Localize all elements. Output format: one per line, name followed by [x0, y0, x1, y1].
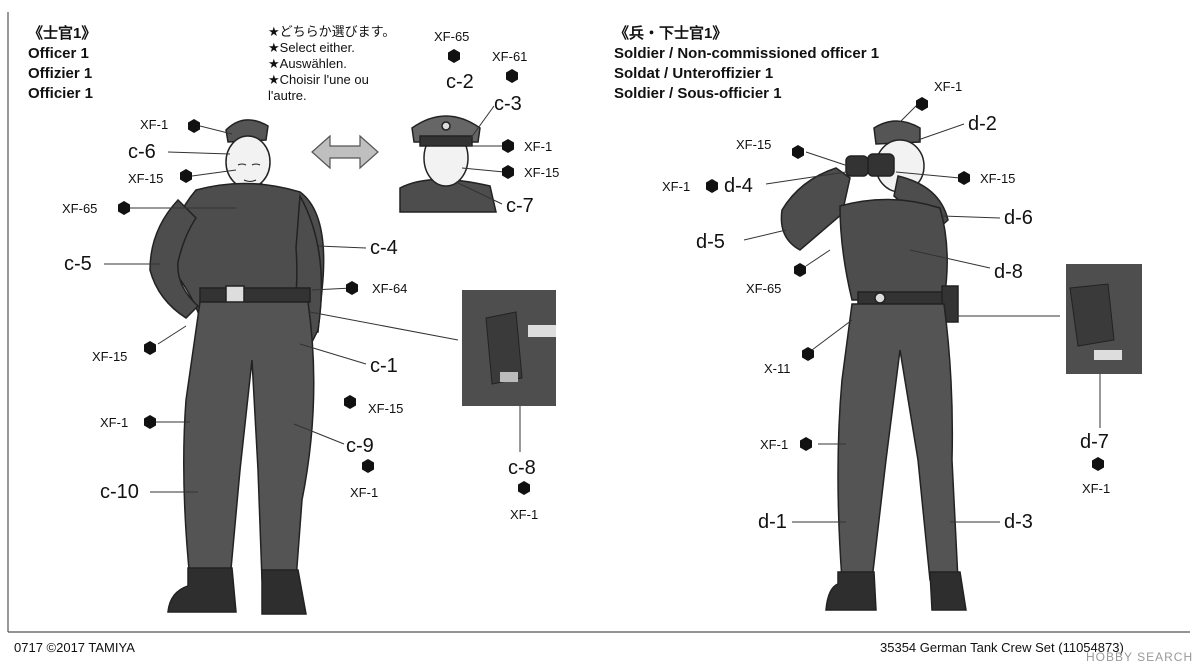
paint-code: XF-15	[524, 165, 560, 180]
part-label: d-4	[724, 175, 753, 197]
paint-code: XF-64	[372, 281, 408, 296]
soldier-title-en: Soldier / Non-commissioned officer 1	[614, 45, 880, 62]
paint-code: XF-61	[492, 49, 528, 64]
part-label: c-3	[494, 93, 522, 115]
paint-code: XF-65	[434, 29, 470, 44]
officer-title: 《士官1》 Officer 1 Offizier 1 Officier 1	[28, 24, 96, 104]
footer-copyright: 0717 ©2017 TAMIYA	[14, 640, 135, 655]
paint-code: XF-15	[368, 401, 404, 416]
part-label: d-8	[994, 261, 1023, 283]
soldier-title-de: Soldat / Unteroffizier 1	[614, 65, 774, 82]
officer-figure	[149, 119, 325, 615]
paint-code: XF-15	[980, 171, 1016, 186]
paint-code: XF-1	[934, 79, 963, 94]
soldier-title-fr: Soldier / Sous-officier 1	[614, 85, 782, 102]
either-arrow-icon	[311, 134, 379, 170]
paint-code: XF-65	[62, 201, 98, 216]
part-label: c-5	[64, 253, 92, 275]
note-jp: ★どちらか選びます。	[268, 24, 396, 39]
part-label: c-8	[508, 457, 536, 479]
paint-code: XF-15	[736, 137, 772, 152]
officer-title-de: Offizier 1	[28, 65, 93, 82]
soldier-title: 《兵・下士官1》 Soldier / Non-commissioned offi…	[614, 24, 879, 104]
officer-title-en: Officer 1	[28, 45, 89, 62]
part-label: c-7	[506, 195, 534, 217]
paint-code: XF-1	[760, 437, 789, 452]
paint-code: XF-1	[100, 415, 129, 430]
note-en: ★Select either.	[268, 40, 355, 55]
officer-title-jp: 《士官1》	[28, 25, 97, 42]
note-fr-cont: l'autre.	[268, 88, 307, 103]
paint-code: XF-1	[140, 117, 169, 132]
paint-code: XF-1	[350, 485, 379, 500]
part-label: c-2	[446, 71, 474, 93]
part-label: c-9	[346, 435, 374, 457]
paint-code: X-11	[764, 361, 791, 376]
note-de: ★Auswählen.	[268, 56, 347, 71]
paint-code: XF-65	[746, 281, 782, 296]
part-label: d-2	[968, 113, 997, 135]
paint-code: XF-15	[92, 349, 128, 364]
footer-product: 35354 German Tank Crew Set (11054873)	[880, 640, 1124, 655]
part-label: d-1	[758, 511, 787, 533]
soldier-figure	[780, 120, 967, 611]
officer-alt-head	[399, 115, 497, 213]
part-label: c-1	[370, 355, 398, 377]
note-fr: ★Choisir l'une ou	[268, 72, 369, 87]
part-label: d-3	[1004, 511, 1033, 533]
part-label: c-4	[370, 237, 398, 259]
part-label: d-6	[1004, 207, 1033, 229]
paint-code: XF-15	[128, 171, 164, 186]
soldier-title-jp: 《兵・下士官1》	[614, 25, 728, 42]
paint-code: XF-1	[510, 507, 539, 522]
paint-code: XF-1	[662, 179, 691, 194]
part-label: c-10	[100, 481, 139, 503]
part-label: c-6	[128, 141, 156, 163]
select-either-note: ★どちらか選びます。 ★Select either. ★Auswählen. ★…	[268, 24, 395, 104]
paint-code: XF-1	[524, 139, 553, 154]
part-label: d-7	[1080, 431, 1109, 453]
watermark: HOBBY SEARCH	[1086, 650, 1194, 664]
officer-title-fr: Officier 1	[28, 85, 94, 102]
paint-code: XF-1	[1082, 481, 1111, 496]
part-label: d-5	[696, 231, 725, 253]
